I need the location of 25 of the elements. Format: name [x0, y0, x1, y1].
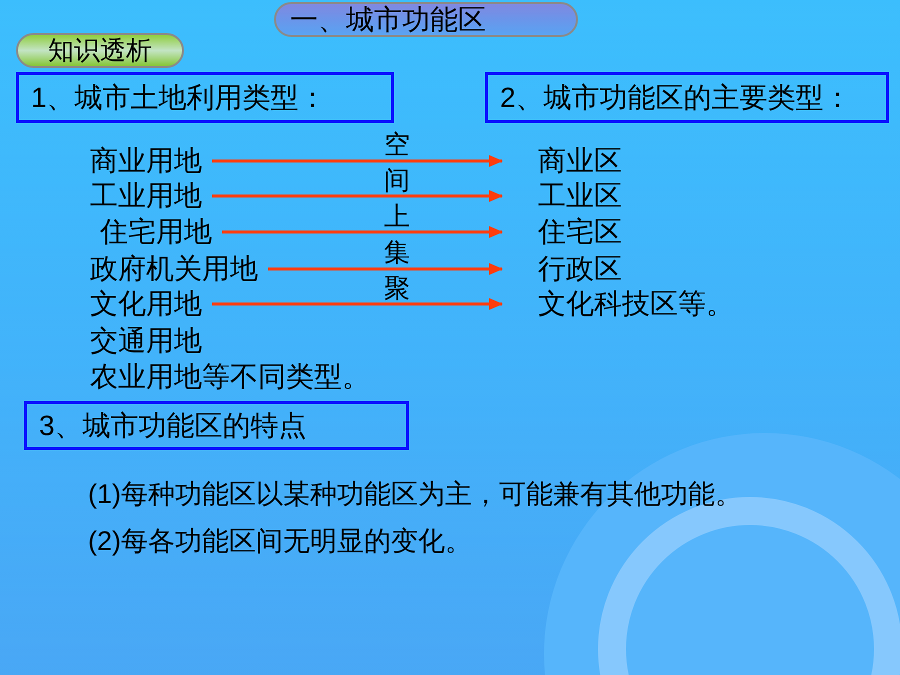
list-item: 交通用地	[90, 324, 202, 358]
list-item: 住宅用地	[100, 215, 212, 249]
arrow	[212, 155, 503, 167]
list-item: 文化用地	[90, 287, 202, 321]
heading-box: 2、城市功能区的主要类型：	[485, 72, 889, 123]
title-banner: 一、城市功能区	[274, 2, 578, 37]
heading-box: 3、城市功能区的特点	[24, 401, 409, 450]
arrow	[222, 226, 503, 238]
section-tag: 知识透析	[16, 33, 184, 68]
arrow	[268, 263, 503, 275]
arrow	[212, 190, 503, 202]
heading-box: 1、城市土地利用类型：	[16, 72, 394, 123]
list-item: 工业区	[538, 179, 622, 213]
note-text: (1)每种功能区以某种功能区为主，可能兼有其他功能。	[88, 478, 742, 511]
list-item: 农业用地等不同类型。	[90, 360, 370, 394]
list-item: 工业用地	[90, 179, 202, 213]
note-text: (2)每各功能区间无明显的变化。	[88, 525, 472, 558]
list-item: 商业用地	[90, 144, 202, 178]
list-item: 住宅区	[538, 215, 622, 249]
arrow	[212, 298, 503, 310]
list-item: 政府机关用地	[90, 252, 258, 286]
list-item: 商业区	[538, 144, 622, 178]
list-item: 文化科技区等。	[538, 287, 734, 321]
vertical-label: 空间上集聚	[383, 128, 411, 305]
list-item: 行政区	[538, 252, 622, 286]
